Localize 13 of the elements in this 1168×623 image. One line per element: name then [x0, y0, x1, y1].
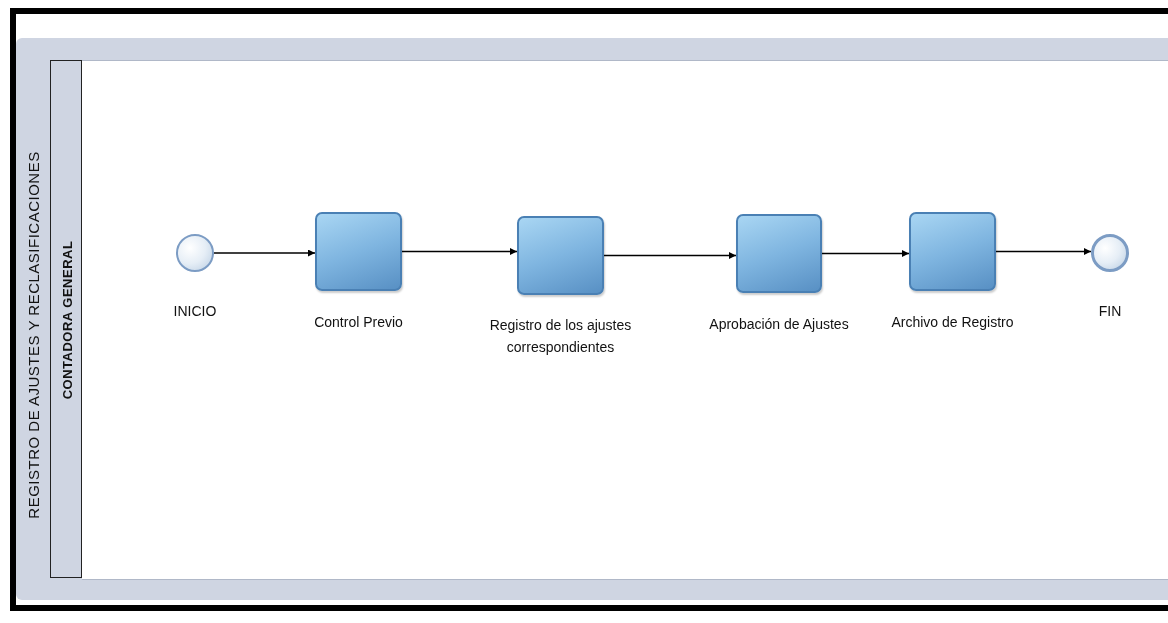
- lane-title: CONTADORA GENERAL: [59, 240, 75, 400]
- task-label: Archivo de Registro: [890, 313, 1015, 332]
- task-label: Aprobación de Ajustes: [708, 315, 850, 334]
- task-label: Registro de los ajustes correspondientes: [488, 316, 633, 358]
- task-label: Control Previo: [313, 313, 404, 332]
- task-label: FIN: [1097, 302, 1123, 321]
- arrow: [995, 248, 1092, 255]
- arrow: [821, 250, 910, 257]
- arrow: [603, 252, 737, 259]
- task-label: INICIO: [172, 302, 218, 321]
- arrow: [213, 249, 316, 257]
- arrow: [401, 248, 518, 255]
- pool-title: REGISTRO DE AJUSTES Y RECLASIFICACIONES: [24, 151, 42, 519]
